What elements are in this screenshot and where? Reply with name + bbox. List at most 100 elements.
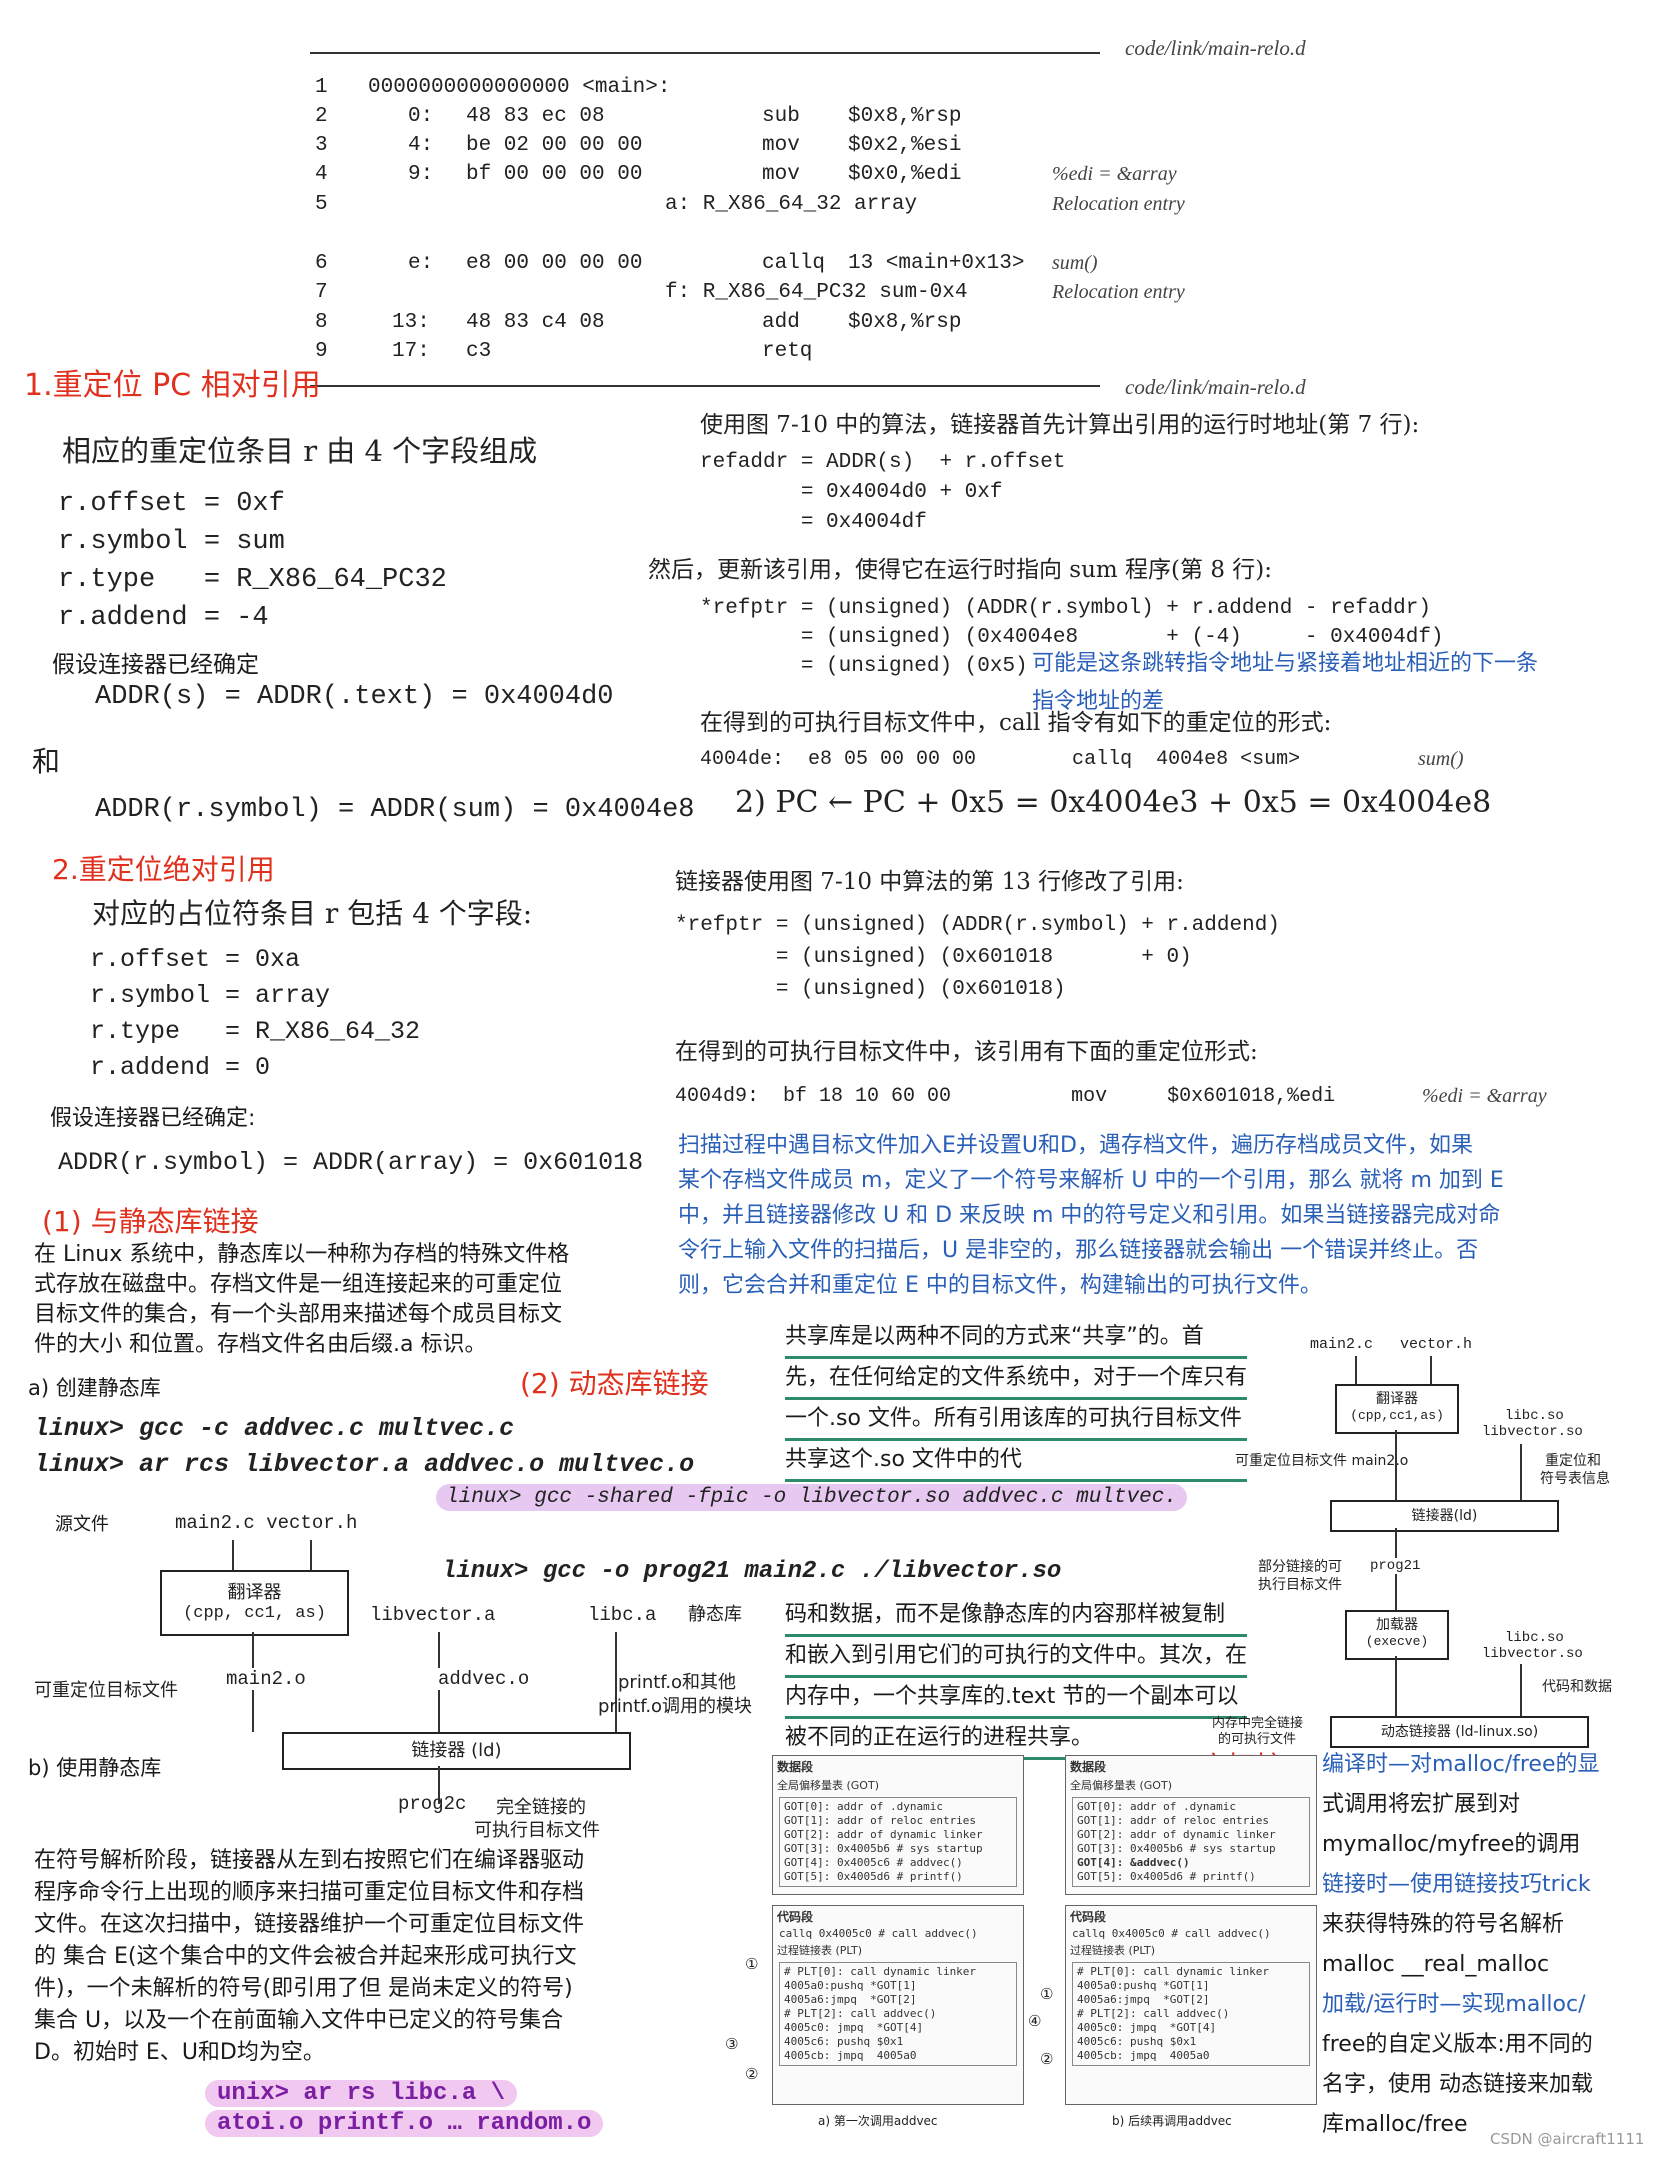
calc-line: = (unsigned) (0x601018) — [675, 978, 1066, 1001]
pc-addr-s: ADDR(s) = ADDR(.text) = 0x4004d0 — [95, 682, 614, 712]
plt-entry: 4005c0: jmpq *GOT[4] — [784, 2021, 924, 2034]
refptr-calc: *refptr = (unsigned) (ADDR(r.symbol) + r… — [700, 594, 1444, 681]
pc-formula: 2) PC ← PC + 0x5 = 0x4004e3 + 0x5 = 0x40… — [735, 785, 1492, 820]
then-text: 然后，更新该引用，使得它在运行时指向 sum 程序(第 8 行): — [648, 557, 1272, 583]
pc-intro: 相应的重定位条目 r 由 4 个字段组成 — [62, 434, 538, 468]
dyn-reloc-label: 可重定位目标文件 main2.o — [1235, 1453, 1409, 1469]
dyn-translator-box: 翻译器 (cpp,cc1,as) — [1335, 1384, 1459, 1434]
plt-b-code-segment: 代码段 callq 0x4005c0 # call addvec() 过程链接表… — [1065, 1905, 1317, 2105]
text-line: mymalloc/myfree的调用 — [1322, 1832, 1581, 1857]
code-ins: mov — [762, 163, 800, 186]
translator-label: 翻译器 — [227, 1582, 282, 1603]
cmd-gcc-c: linux> gcc -c addvec.c multvec.c — [34, 1414, 515, 1443]
code-file-header: code/link/main-relo.d — [1125, 36, 1306, 60]
arrow — [232, 1540, 234, 1570]
got-entry: GOT[0]: addr of .dynamic — [784, 1800, 943, 1813]
dyn-translator-label: 翻译器 — [1376, 1391, 1418, 1407]
plt-entry: # PLT[2]: call addvec() — [784, 2007, 937, 2020]
abs-mov-comment: %edi = &array — [1422, 1085, 1547, 1107]
dyn-partial-1: 部分链接的可 — [1258, 1559, 1342, 1575]
code-n: 5 — [315, 193, 328, 216]
plt-entry: 4005a6:jmpq *GOT[2] — [1077, 1993, 1210, 2006]
plt-entry: 4005cb: jmpq 4005a0 — [1077, 2049, 1210, 2062]
pc-field: r.type = R_X86_64_PC32 — [58, 565, 447, 595]
arrow — [1520, 1444, 1522, 1500]
abs-refptr-calc: *refptr = (unsigned) (ADDR(r.symbol) + r… — [675, 910, 1280, 1006]
code-ins: retq — [762, 340, 813, 363]
text-line: 目标文件的集合，有一个头部用来描述每个成员目标文 — [34, 1302, 563, 1327]
code-n: 6 — [315, 252, 328, 275]
code-cm: %edi = &array — [1052, 163, 1177, 185]
code-seg-label: 代码段 — [777, 1910, 814, 1924]
dyn-libc-so-1: libc.so — [1505, 1408, 1564, 1424]
code-n: 1 — [315, 76, 328, 99]
abs-fields: r.offset = 0xa r.symbol = array r.type =… — [90, 942, 420, 1086]
scan-process-text: 扫描过程中遇目标文件加入E并设置U和D，遇存档文件，遍历存档成员文件，如果 某个… — [678, 1128, 1504, 1303]
calc-line: = (unsigned) (0x601018 + 0) — [675, 946, 1192, 969]
data-seg-label: 数据段 — [1070, 1760, 1107, 1774]
heading-absolute: 2.重定位绝对引用 — [52, 853, 275, 886]
calc-line: *refptr = (unsigned) (ADDR(r.symbol) + r… — [700, 597, 1431, 620]
pc-field: r.addend = -4 — [58, 603, 269, 633]
dyn-code-data: 代码和数据 — [1542, 1679, 1612, 1695]
arrow — [310, 1540, 312, 1570]
dyn-libvector-so-2: libvector.so — [1482, 1646, 1583, 1662]
plt-b-data-segment: 数据段 全局偏移量表 (GOT) GOT[0]: addr of .dynami… — [1065, 1755, 1317, 1895]
abs-assume: 假设连接器已经确定: — [50, 1106, 256, 1131]
got-entry: GOT[4]: 0x4005c6 # addvec() — [784, 1856, 963, 1869]
dyn-linker-box: 链接器(ld) — [1330, 1500, 1559, 1532]
shared-lib-text-1: 共享库是以两种不同的方式来“共享”的。首 先，在任何给定的文件系统中，对于一个库… — [785, 1318, 1248, 1482]
marker-2: ② — [1040, 2050, 1054, 2068]
code-file-footer: code/link/main-relo.d — [1125, 375, 1306, 399]
code-ops: $0x2,%esi — [848, 134, 962, 157]
code-n: 8 — [315, 311, 328, 334]
code-bytes: c3 — [466, 340, 492, 363]
calc-line: refaddr = ADDR(s) + r.offset — [700, 451, 1066, 474]
text-line: free的自定义版本:用不同的 — [1322, 2032, 1593, 2057]
marker-1: ① — [745, 1955, 759, 1973]
reloc-label: 可重定位目标文件 — [34, 1680, 178, 1701]
shared-lib-text-2: 码和数据，而不是像静态库的内容那样被复制 和嵌入到引用它们的可执行的文件中。其次… — [785, 1596, 1248, 1760]
arrow — [1355, 1356, 1357, 1384]
code-ins: callq — [762, 252, 826, 275]
code-ops: $0x8,%rsp — [848, 311, 962, 334]
text-line: 来获得特殊的符号名解析 — [1322, 1912, 1565, 1937]
abs-field: r.symbol = array — [90, 981, 331, 1010]
static-lib-text: 在 Linux 系统中，静态库以一种称为存档的特殊文件格 式存放在磁盘中。存档文… — [34, 1240, 569, 1360]
abs-form-text: 在得到的可执行目标文件中，该引用有下面的重定位形式: — [675, 1039, 1258, 1065]
abs-algo-intro: 链接器使用图 7-10 中算法的第 13 行修改了引用: — [675, 869, 1184, 895]
code-footer-rule — [310, 385, 1100, 387]
exe-form-text: 在得到的可执行目标文件中，call 指令有如下的重定位的形式: — [700, 710, 1332, 736]
call-line: callq 0x4005c0 # call addvec() — [779, 1927, 978, 1940]
abs-mov-line: 4004d9: bf 18 10 60 00 mov $0x601018,%ed… — [675, 1085, 1336, 1108]
code-header-rule — [310, 52, 1100, 54]
linker-box: 链接器 (ld) — [282, 1732, 631, 1770]
text-line: 和嵌入到引用它们的可执行的文件中。其次，在 — [785, 1637, 1248, 1678]
code-addr: 13: — [392, 311, 430, 334]
plt-b-caption: b) 后续再调用addvec — [1112, 2114, 1232, 2128]
got-entry: GOT[3]: 0x4005b6 # sys startup — [1077, 1842, 1276, 1855]
plt-entry: 4005a0:pushq *GOT[1] — [1077, 1979, 1210, 1992]
heading-dynamic-lib: (2) 动态库链接 — [520, 1367, 709, 1400]
got-entry: GOT[5]: 0x4005d6 # printf() — [1077, 1870, 1256, 1883]
exe-label-2: 可执行目标文件 — [474, 1820, 600, 1841]
text-line: 名字，使用 动态链接来加载 — [1322, 2072, 1593, 2097]
code-bytes: 48 83 c4 08 — [466, 311, 605, 334]
addvec-o: addvec.o — [438, 1668, 530, 1690]
text-line: 集合 U，以及一个在前面输入文件中已定义的符号集合 — [34, 2008, 564, 2033]
refaddr-calc: refaddr = ADDR(s) + r.offset = 0x4004d0 … — [700, 448, 1065, 538]
dyn-partial-2: 执行目标文件 — [1258, 1577, 1342, 1593]
dyn-dynamic-linker-box: 动态链接器 (ld-linux.so) — [1330, 1716, 1589, 1748]
text-line: 中，并且链接器修改 U 和 D 来反映 m 中的符号定义和引用。如果当链接器完成… — [678, 1203, 1501, 1228]
plt-entry: # PLT[0]: call dynamic linker — [1077, 1965, 1270, 1978]
translator-box: 翻译器 (cpp, cc1, as) — [160, 1570, 349, 1636]
plt-a-caption: a) 第一次调用addvec — [818, 2114, 938, 2128]
code-addr: 9: — [408, 163, 434, 186]
plt-entry: 4005c6: pushq $0x1 — [1077, 2035, 1197, 2048]
cmd-gcc-shared: linux> gcc -shared -fpic -o libvector.so… — [436, 1484, 1187, 1511]
and-text: 和 — [32, 745, 61, 778]
text-line: 的 集合 E(这个集合中的文件会被合并起来形成可执行文 — [34, 1944, 577, 1969]
cmd-unix-ar-1: unix> ar rs libc.a \ — [205, 2080, 518, 2107]
